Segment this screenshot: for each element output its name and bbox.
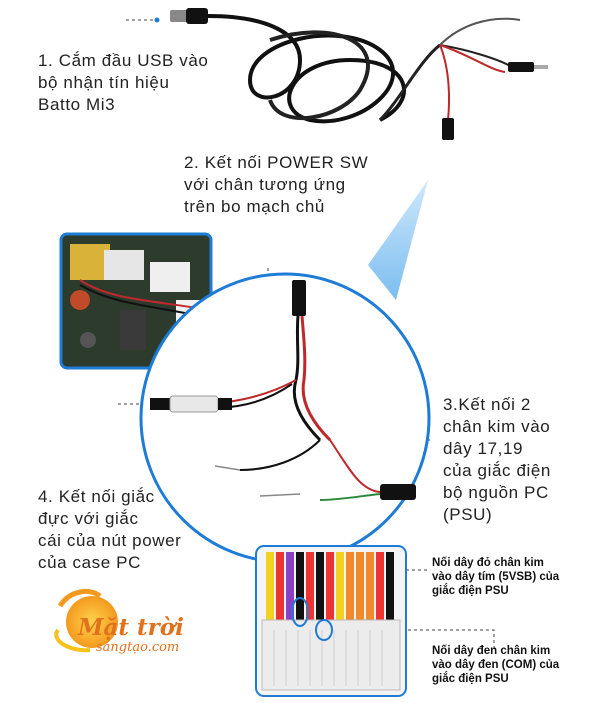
zoom-circle xyxy=(139,272,431,564)
usb-cable-photo xyxy=(170,8,548,140)
callout-beam xyxy=(368,180,428,300)
brand-site: sángtạo.com xyxy=(96,640,180,655)
dot-usb xyxy=(154,17,160,23)
black-wire-note: Nối dây đen chân kim vào dây đen (COM) c… xyxy=(432,645,560,685)
step2-label: 2. Kết nối POWER SW với chân tương ứng t… xyxy=(184,153,369,216)
psu-connector-photo xyxy=(255,545,407,697)
step3-label: 3.Kết nối 2 chân kim vào dây 17,19 của g… xyxy=(443,395,551,524)
step1-label: 1. Cắm đầu USB vào bộ nhận tín hiệu Batt… xyxy=(38,51,209,114)
step4-label: 4. Kết nối giắc đực với giắc cái của nút… xyxy=(38,487,182,572)
red-wire-note: Nối dây đỏ chân kim vào dây tím (5VSB) c… xyxy=(432,557,560,597)
sun-logo-icon xyxy=(54,588,118,653)
brand-name: Mặt trời xyxy=(78,614,184,641)
